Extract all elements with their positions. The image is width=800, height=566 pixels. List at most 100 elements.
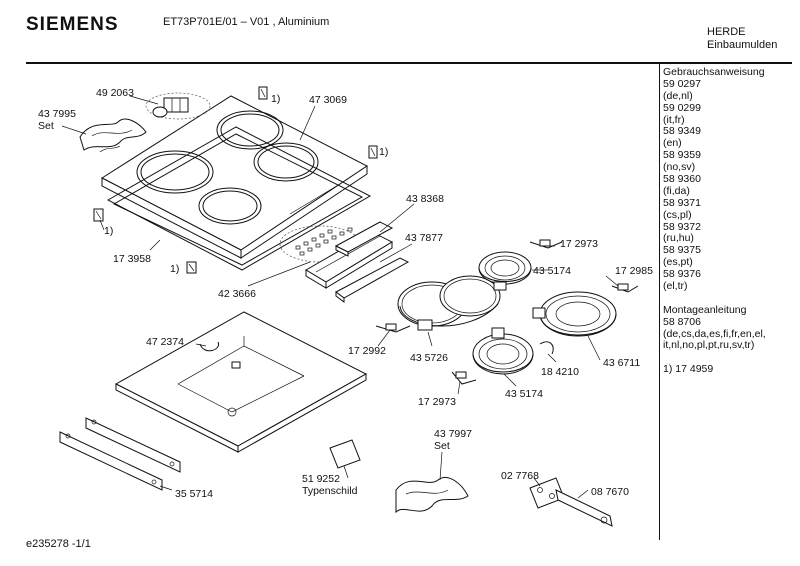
doc-line: (en): [663, 137, 682, 150]
category-line-1: HERDE: [707, 26, 746, 38]
label-473069[interactable]: 47 3069: [309, 94, 347, 106]
bottom-tray[interactable]: [114, 311, 368, 453]
sensor-holder[interactable]: [145, 92, 211, 120]
mounting-rail-upper[interactable]: [85, 417, 181, 473]
label-437877[interactable]: 43 7877: [405, 232, 443, 244]
note-1-right: 1): [379, 146, 388, 158]
doc-line: 59 0297: [663, 77, 701, 90]
doc-line: it,nl,no,pl,pt,ru,sv,tr): [663, 339, 755, 352]
control-button: [307, 247, 313, 252]
category-label: HERDE Einbaumulden: [707, 26, 777, 52]
doc-line: (fi,da): [663, 184, 690, 197]
power-board[interactable]: [335, 257, 410, 303]
control-button: [331, 235, 337, 240]
clip-172985[interactable]: [611, 283, 639, 293]
label-437997-set: Set: [434, 440, 450, 452]
doc-line: (es,pt): [663, 256, 693, 269]
label-472374[interactable]: 47 2374: [146, 336, 184, 348]
document-id: e235278 -1/1: [26, 538, 91, 550]
control-button: [295, 245, 301, 250]
doc-line: Gebrauchsanweisung: [663, 66, 765, 78]
label-435174-top[interactable]: 43 5174: [533, 265, 571, 277]
doc-line: 58 8706: [663, 315, 701, 328]
control-button: [327, 229, 333, 234]
model-title: ET73P701E/01 – V01 , Aluminium: [163, 16, 330, 28]
bracket-bottom[interactable]: [186, 261, 197, 274]
clip-172973-bottom[interactable]: [451, 371, 477, 385]
doc-line: (ru,hu): [663, 232, 694, 245]
label-519252-typenschild: Typenschild: [302, 485, 358, 497]
clip-172992[interactable]: [375, 323, 411, 333]
mounting-rail-lower[interactable]: [59, 431, 163, 491]
doc-line: Montageanleitung: [663, 303, 747, 316]
label-172985[interactable]: 17 2985: [615, 265, 653, 277]
doc-line: 59 0299: [663, 101, 701, 114]
radiant-heater-large[interactable]: [532, 291, 617, 337]
control-button: [315, 243, 321, 248]
label-172973-top[interactable]: 17 2973: [560, 238, 598, 250]
radiant-heater-bottom[interactable]: [472, 327, 534, 375]
cooktop-frame[interactable]: [106, 126, 372, 271]
note-1-left: 1): [104, 225, 113, 237]
note-1-bottom: 1): [170, 263, 179, 275]
doc-line: 58 9375: [663, 244, 701, 257]
mounting-bracket[interactable]: [529, 477, 613, 527]
doc-line: 58 9372: [663, 220, 701, 233]
note-1-top: 1): [271, 93, 280, 105]
radiant-heater-top[interactable]: [478, 251, 532, 291]
label-087670[interactable]: 08 7670: [591, 486, 629, 498]
label-436711[interactable]: 43 6711: [603, 357, 640, 369]
doc-line: 1) 17 4959: [663, 363, 714, 376]
side-divider: [659, 63, 660, 540]
doc-line: (de,nl): [663, 89, 693, 102]
doc-line: (no,sv): [663, 161, 696, 174]
leader-lines: [61, 95, 619, 499]
doc-line: (it,fr): [663, 113, 685, 126]
clip-184210[interactable]: [539, 341, 554, 355]
label-173958[interactable]: 17 3958: [113, 253, 151, 265]
label-437997[interactable]: 43 7997: [434, 428, 472, 440]
cooktop-glass-top[interactable]: [100, 95, 368, 259]
label-172973-bottom[interactable]: 17 2973: [418, 396, 456, 408]
bracket-left[interactable]: [93, 208, 104, 222]
doc-line: 58 9359: [663, 149, 701, 162]
category-line-2: Einbaumulden: [707, 39, 778, 51]
doc-line: (el,tr): [663, 280, 688, 293]
bracket-top-right[interactable]: [258, 86, 268, 100]
doc-line: (cs,pl): [663, 208, 692, 221]
label-438368[interactable]: 43 8368: [406, 193, 444, 205]
header-rule: [26, 62, 792, 64]
label-423666[interactable]: 42 3666: [218, 288, 256, 300]
label-355714[interactable]: 35 5714: [175, 488, 213, 500]
control-button: [311, 237, 317, 242]
label-435726[interactable]: 43 5726: [410, 352, 448, 364]
label-184210[interactable]: 18 4210: [541, 366, 579, 378]
cable-set-top[interactable]: [79, 118, 147, 153]
doc-line: 58 9349: [663, 125, 701, 138]
label-437995-set: Set: [38, 120, 54, 132]
label-172992[interactable]: 17 2992: [348, 345, 386, 357]
doc-line: 58 9376: [663, 268, 701, 281]
type-plate[interactable]: [329, 439, 361, 469]
doc-line: (de,cs,da,es,fi,fr,en,el,: [663, 327, 766, 340]
label-027768[interactable]: 02 7768: [501, 470, 539, 482]
part-labels: 49 2063 43 7995 Set 47 3069 1) 1) 1) 1) …: [38, 87, 653, 500]
cable-set-bottom[interactable]: [395, 476, 469, 514]
control-button: [303, 241, 309, 246]
doc-line: 58 9360: [663, 173, 701, 186]
label-435174-bottom[interactable]: 43 5174: [505, 388, 543, 400]
control-button: [299, 251, 305, 256]
bracket-mid-right[interactable]: [368, 145, 378, 159]
control-button: [339, 231, 345, 236]
label-519252[interactable]: 51 9252: [302, 473, 340, 485]
control-button: [323, 239, 329, 244]
control-board[interactable]: [334, 221, 394, 257]
label-492063[interactable]: 49 2063: [96, 87, 134, 99]
label-437995[interactable]: 43 7995: [38, 108, 76, 120]
brand-logo: SIEMENS: [26, 14, 119, 35]
clip-172973-top[interactable]: [529, 239, 563, 249]
doc-line: 58 9371: [663, 196, 701, 209]
double-radiant-heater[interactable]: [397, 275, 501, 331]
